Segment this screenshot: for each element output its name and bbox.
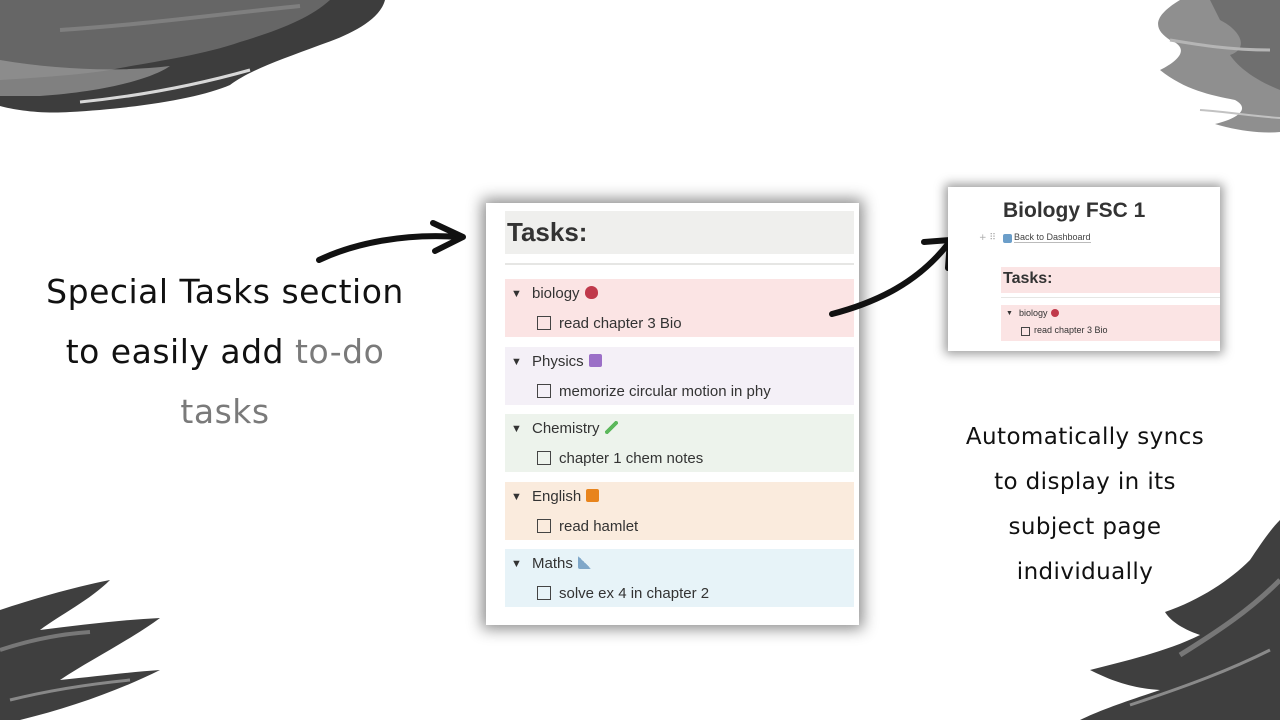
group-title-text: biology [532,285,580,302]
caption-line: tasks [180,392,270,431]
tasks-heading: Tasks: [507,217,588,247]
toggle-triangle-icon[interactable]: ▼ [511,356,522,368]
group-title: English [532,488,600,505]
todo-checkbox[interactable] [537,451,551,465]
tasks-header: Tasks: [1001,267,1220,293]
page-title: Biology FSC 1 [1003,199,1146,222]
todo-text: chapter 1 chem notes [559,450,704,467]
feature-caption-right: Automatically syncs to display in its su… [940,415,1230,595]
group-title-text: English [532,488,582,505]
caption-line: Automatically syncs [965,424,1205,450]
group-title: biology [1019,308,1059,318]
book-icon [586,489,600,502]
task-group-english: ▼ English read hamlet [505,482,854,540]
todo-checkbox[interactable] [537,519,551,533]
todo-text: read chapter 3 Bio [1034,325,1108,335]
back-arrow-icon [1003,234,1012,243]
anatomical-heart-icon [1050,309,1059,317]
caption-line: Special Tasks section [46,272,404,311]
task-group-biology: ▼ biology read chapter 3 Bio [1001,305,1220,341]
triangular-ruler-icon [577,556,591,569]
brush-stroke-top-right [1158,0,1280,133]
caption-text: to easily add [65,332,295,371]
todo-text: memorize circular motion in phy [559,383,771,400]
anatomical-heart-icon [584,286,598,299]
tasks-header: Tasks: [505,211,854,254]
toggle-triangle-icon[interactable]: ▼ [511,423,522,435]
test-tube-icon [604,421,618,434]
arrow-to-subject-page-icon [829,237,953,317]
group-title: Chemistry [532,420,618,437]
caption-line: to display in its [994,469,1176,495]
arrow-to-tasks-icon [316,220,466,263]
brush-stroke-bottom-right [1080,520,1280,720]
todo-checkbox[interactable] [1021,327,1030,336]
todo-text: read hamlet [559,518,639,535]
tasks-heading: Tasks: [1003,270,1053,287]
back-to-dashboard-link[interactable]: Back to Dashboard [1014,232,1091,243]
toggle-triangle-icon[interactable]: ▼ [511,491,522,503]
caption-highlight: to-do [295,332,385,371]
drag-handle-icon[interactable]: + ⠿ [979,233,996,243]
group-title-text: Chemistry [532,420,600,437]
divider [1001,297,1220,298]
tasks-panel: Tasks: ▼ biology read chapter 3 Bio ▼ Ph… [486,203,859,625]
feature-caption-left: Special Tasks section to easily add to-d… [30,262,420,442]
atom-icon [588,354,602,367]
caption-line: to easily add to-do [30,322,420,382]
task-group-maths: ▼ Maths solve ex 4 in chapter 2 [505,549,854,607]
divider [505,263,854,265]
todo-checkbox[interactable] [537,384,551,398]
todo-checkbox[interactable] [537,586,551,600]
group-title-text: Physics [532,353,584,370]
group-title: Maths [532,555,591,572]
group-title: biology [532,285,598,302]
toggle-triangle-icon[interactable]: ▼ [511,558,522,570]
group-title-text: Maths [532,555,573,572]
task-group-physics: ▼ Physics memorize circular motion in ph… [505,347,854,405]
todo-checkbox[interactable] [537,316,551,330]
task-group-chemistry: ▼ Chemistry chapter 1 chem notes [505,414,854,472]
toggle-triangle-icon[interactable]: ▼ [1006,310,1013,317]
group-title: Physics [532,353,602,370]
brush-stroke-top-left [0,0,385,113]
caption-line: subject page [1008,514,1162,540]
brush-stroke-bottom-left [0,580,160,720]
group-title-text: biology [1019,308,1048,318]
task-group-biology: ▼ biology read chapter 3 Bio [505,279,854,337]
toggle-triangle-icon[interactable]: ▼ [511,288,522,300]
caption-line: individually [1016,559,1154,585]
subject-page-preview: Biology FSC 1 + ⠿ Back to Dashboard Task… [948,187,1220,351]
todo-text: solve ex 4 in chapter 2 [559,585,710,602]
todo-text: read chapter 3 Bio [559,315,682,332]
